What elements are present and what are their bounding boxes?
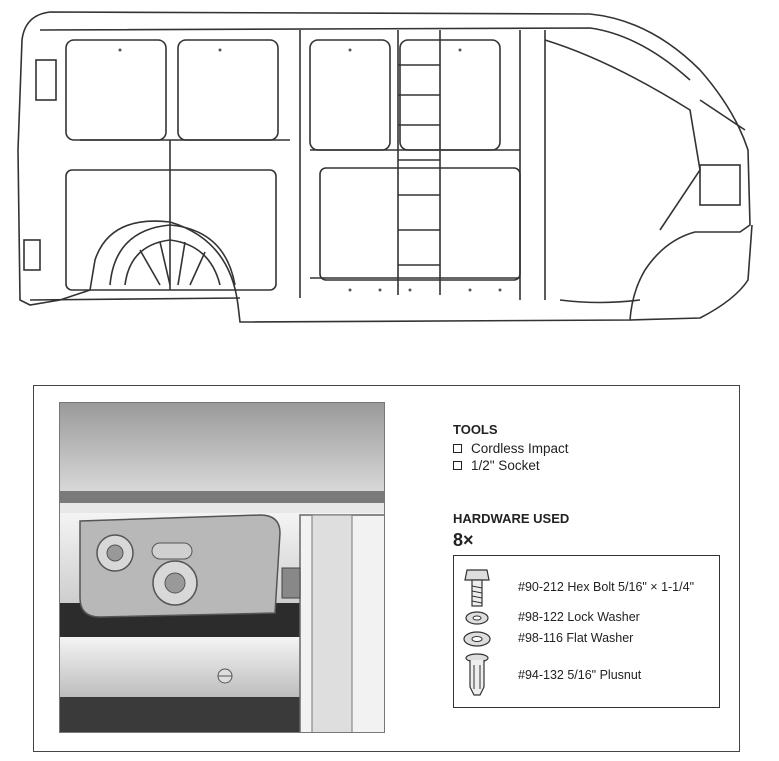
tool-label: Cordless Impact [471, 441, 569, 456]
hardware-item-plusnut: #94-132 5/16" Plusnut [454, 653, 719, 699]
hardware-heading: HARDWARE USED [453, 511, 570, 526]
checkbox-icon [453, 444, 462, 453]
hardware-label: #94-132 5/16" Plusnut [518, 668, 642, 682]
tool-item-cordless-impact: Cordless Impact [453, 441, 569, 456]
lock-washer-icon [465, 611, 489, 625]
hardware-label: #98-122 Lock Washer [518, 610, 640, 624]
tool-label: 1/2" Socket [471, 458, 540, 473]
van-side-frame-illustration [17, 11, 753, 323]
hardware-label: #98-116 Flat Washer [518, 631, 634, 645]
hardware-quantity: 8× [453, 530, 474, 550]
flat-washer-icon [463, 631, 491, 647]
tools-heading: TOOLS [453, 422, 498, 437]
tool-item-socket: 1/2" Socket [453, 458, 540, 473]
hardware-item-lock-washer: #98-122 Lock Washer [454, 608, 719, 628]
instruction-panel: TOOLS Cordless Impact 1/2" Socket HARDWA… [33, 385, 740, 752]
hex-bolt-icon [464, 569, 490, 607]
hardware-item-hex-bolt: #90-212 Hex Bolt 5/16" × 1-1/4" [454, 568, 719, 608]
plusnut-icon [465, 653, 489, 696]
bracket-closeup-photo [59, 402, 385, 733]
checkbox-icon [453, 461, 462, 470]
hardware-item-flat-washer: #98-116 Flat Washer [454, 629, 719, 649]
hardware-label: #90-212 Hex Bolt 5/16" × 1-1/4" [518, 580, 695, 594]
hardware-list-box: #90-212 Hex Bolt 5/16" × 1-1/4" #98-122 … [453, 555, 720, 708]
